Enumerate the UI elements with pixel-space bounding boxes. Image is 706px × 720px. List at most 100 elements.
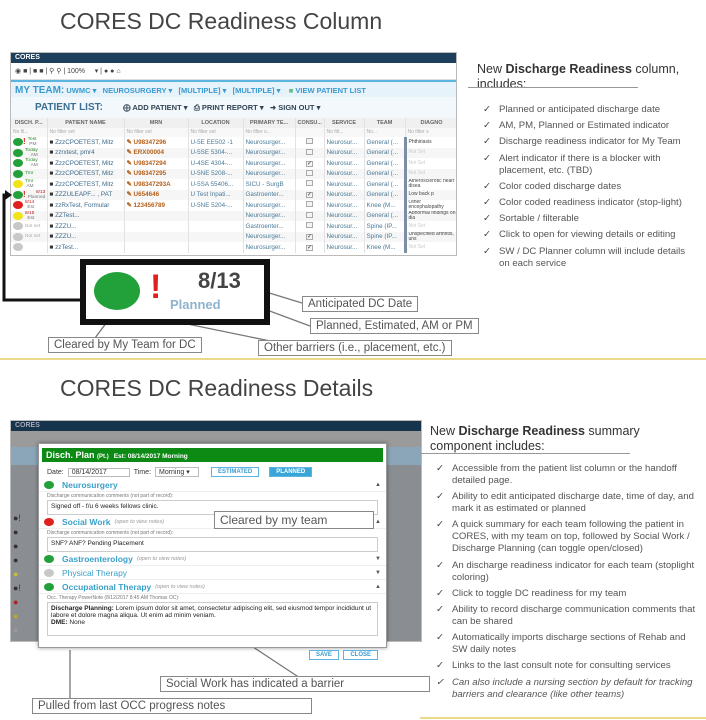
save-button[interactable]: SAVE (308, 650, 339, 660)
readiness-dot-green[interactable] (13, 148, 23, 157)
mrn[interactable]: ✎ U98347295 (124, 168, 189, 179)
zoom-level[interactable]: 100% (67, 68, 85, 75)
ot-note-text[interactable]: Discharge Planning: Lorem ipsum dolor si… (47, 602, 378, 636)
team-dropdown-service[interactable]: NEUROSURGERY ▾ (102, 86, 173, 95)
column-header[interactable]: TEAM (364, 118, 406, 128)
table-row[interactable]: ■ zzTest...Neurosurger...✓Neurosur...Kne… (11, 242, 456, 253)
consult-checkbox[interactable] (306, 222, 313, 229)
section-gastroenterology[interactable]: Gastroenterology(open to view notes)▼ (39, 552, 386, 566)
mrn[interactable] (124, 210, 189, 221)
mrn[interactable]: ✎ U98347296 (124, 137, 189, 148)
mrn[interactable]: ✎ U654646 (124, 189, 189, 200)
patient-name[interactable]: ■ ZzzCPOETEST, Mitz (47, 168, 125, 179)
consult-checkbox[interactable] (306, 211, 313, 218)
readiness-dot-gray[interactable] (13, 222, 23, 231)
team-dropdown-multiple-1[interactable]: [MULTIPLE] ▾ (178, 86, 227, 95)
zoom-in-icon[interactable]: ⚲ (49, 68, 55, 75)
column-filter[interactable] (295, 128, 325, 137)
patient-name[interactable]: ■ zzTest... (47, 242, 125, 253)
home-icon[interactable]: ⌂ (116, 68, 121, 75)
disch-cell[interactable] (11, 242, 48, 253)
disch-cell[interactable]: Not set (11, 221, 48, 232)
consult-checkbox[interactable]: ✓ (306, 192, 313, 199)
time-select[interactable]: Morning ▾ (154, 467, 199, 477)
column-filter[interactable]: No... (364, 128, 406, 137)
readiness-dot-green[interactable] (44, 480, 54, 489)
consult-checkbox[interactable] (306, 201, 313, 208)
mrn[interactable] (124, 231, 189, 242)
consult-checkbox[interactable]: ✓ (306, 244, 313, 251)
readiness-dot-green[interactable] (13, 190, 23, 199)
column-filter[interactable]: No filter set (188, 128, 244, 137)
mrn[interactable] (124, 242, 189, 253)
close-button[interactable]: CLOSE (343, 650, 378, 660)
disch-cell[interactable]: Not set (11, 231, 48, 242)
patient-name[interactable]: ■ zzrxtest, pmr4 (47, 147, 125, 158)
view-patient-list-button[interactable]: ■ VIEW PATIENT LIST (288, 86, 366, 95)
column-header[interactable]: PATIENT NAME (47, 118, 125, 128)
consult-checkbox[interactable] (306, 180, 313, 187)
column-filter[interactable]: No filter set (124, 128, 189, 137)
table-row[interactable]: Not set■ ZZZU...Neurosurger...✓Neurosur.… (11, 231, 456, 242)
patient-name[interactable]: ■ ZzzCPOETEST, Mitz (47, 137, 125, 148)
mrn[interactable]: ✎ 123456789 (124, 200, 189, 211)
readiness-dot-red[interactable] (13, 201, 23, 210)
patient-name[interactable]: ■ ZzzCPOETEST, Mitz (47, 158, 125, 169)
patient-name[interactable]: ■ ZZZULEAPF... , PAT (47, 189, 125, 200)
column-filter[interactable]: No filter set (47, 128, 125, 137)
mrn[interactable] (124, 221, 189, 232)
consult-checkbox[interactable]: ✓ (306, 234, 313, 241)
patient-name[interactable]: ■ zzRxTest, Formular (47, 200, 125, 211)
section-social-work[interactable]: Social Work(open to view notes)▲ (39, 515, 386, 529)
readiness-dot-green[interactable] (13, 138, 23, 147)
readiness-dot-green[interactable] (13, 169, 23, 178)
team-dropdown-uwmc[interactable]: UWMC ▾ (66, 86, 97, 95)
mrn[interactable]: ✎ U98347293A (124, 179, 189, 190)
readiness-dot-green[interactable] (13, 159, 23, 168)
patient-name[interactable]: ■ ZzzCPOETEST, Mitz (47, 179, 125, 190)
sw-comment-input[interactable]: SNF? ANF? Pending Placement (47, 537, 378, 552)
binoculars-icon[interactable]: ◉ (15, 68, 22, 75)
consult-checkbox[interactable] (306, 138, 313, 145)
circle-icon[interactable]: ● ● (103, 68, 115, 75)
consult-checkbox[interactable]: ✓ (306, 160, 313, 167)
print-icon[interactable]: ■ ■ (33, 68, 44, 75)
patient-name[interactable]: ■ ZZZU... (47, 221, 125, 232)
mrn[interactable]: ✎ ERX00004 (124, 147, 189, 158)
column-filter[interactable]: No filter s... (243, 128, 296, 137)
disch-cell[interactable]: Tmr (11, 168, 48, 179)
page-icon[interactable]: ■ (23, 68, 28, 75)
print-report-button[interactable]: ⎙ PRINT REPORT ▾ (193, 103, 264, 112)
readiness-dot-yellow[interactable] (13, 180, 23, 189)
readiness-dot-gray[interactable] (13, 232, 23, 241)
column-filter[interactable]: No fil... (11, 128, 48, 137)
add-patient-button[interactable]: ⨁ ADD PATIENT ▾ (123, 103, 188, 112)
zoom-out-icon[interactable]: ⚲ (56, 68, 62, 75)
readiness-dot-gray[interactable] (13, 243, 23, 252)
consult-checkbox[interactable] (306, 148, 313, 155)
mrn[interactable]: ✎ U98347294 (124, 158, 189, 169)
section-occupational-therapy[interactable]: Occupational Therapy(open to view notes)… (39, 580, 386, 594)
readiness-dot-red[interactable] (44, 517, 54, 526)
column-header[interactable]: DIAGNO (405, 118, 456, 128)
column-header[interactable]: MRN (124, 118, 189, 128)
section-physical-therapy[interactable]: Physical Therapy▼ (39, 566, 386, 580)
estimated-button[interactable]: ESTIMATED (210, 467, 260, 477)
column-header[interactable]: LOCATION (188, 118, 244, 128)
patient-name[interactable]: ■ ZZTest... (47, 210, 125, 221)
planned-button[interactable]: PLANNED (269, 467, 313, 477)
column-header[interactable]: CONSU... (295, 118, 325, 128)
readiness-dot-gray[interactable] (44, 568, 54, 577)
